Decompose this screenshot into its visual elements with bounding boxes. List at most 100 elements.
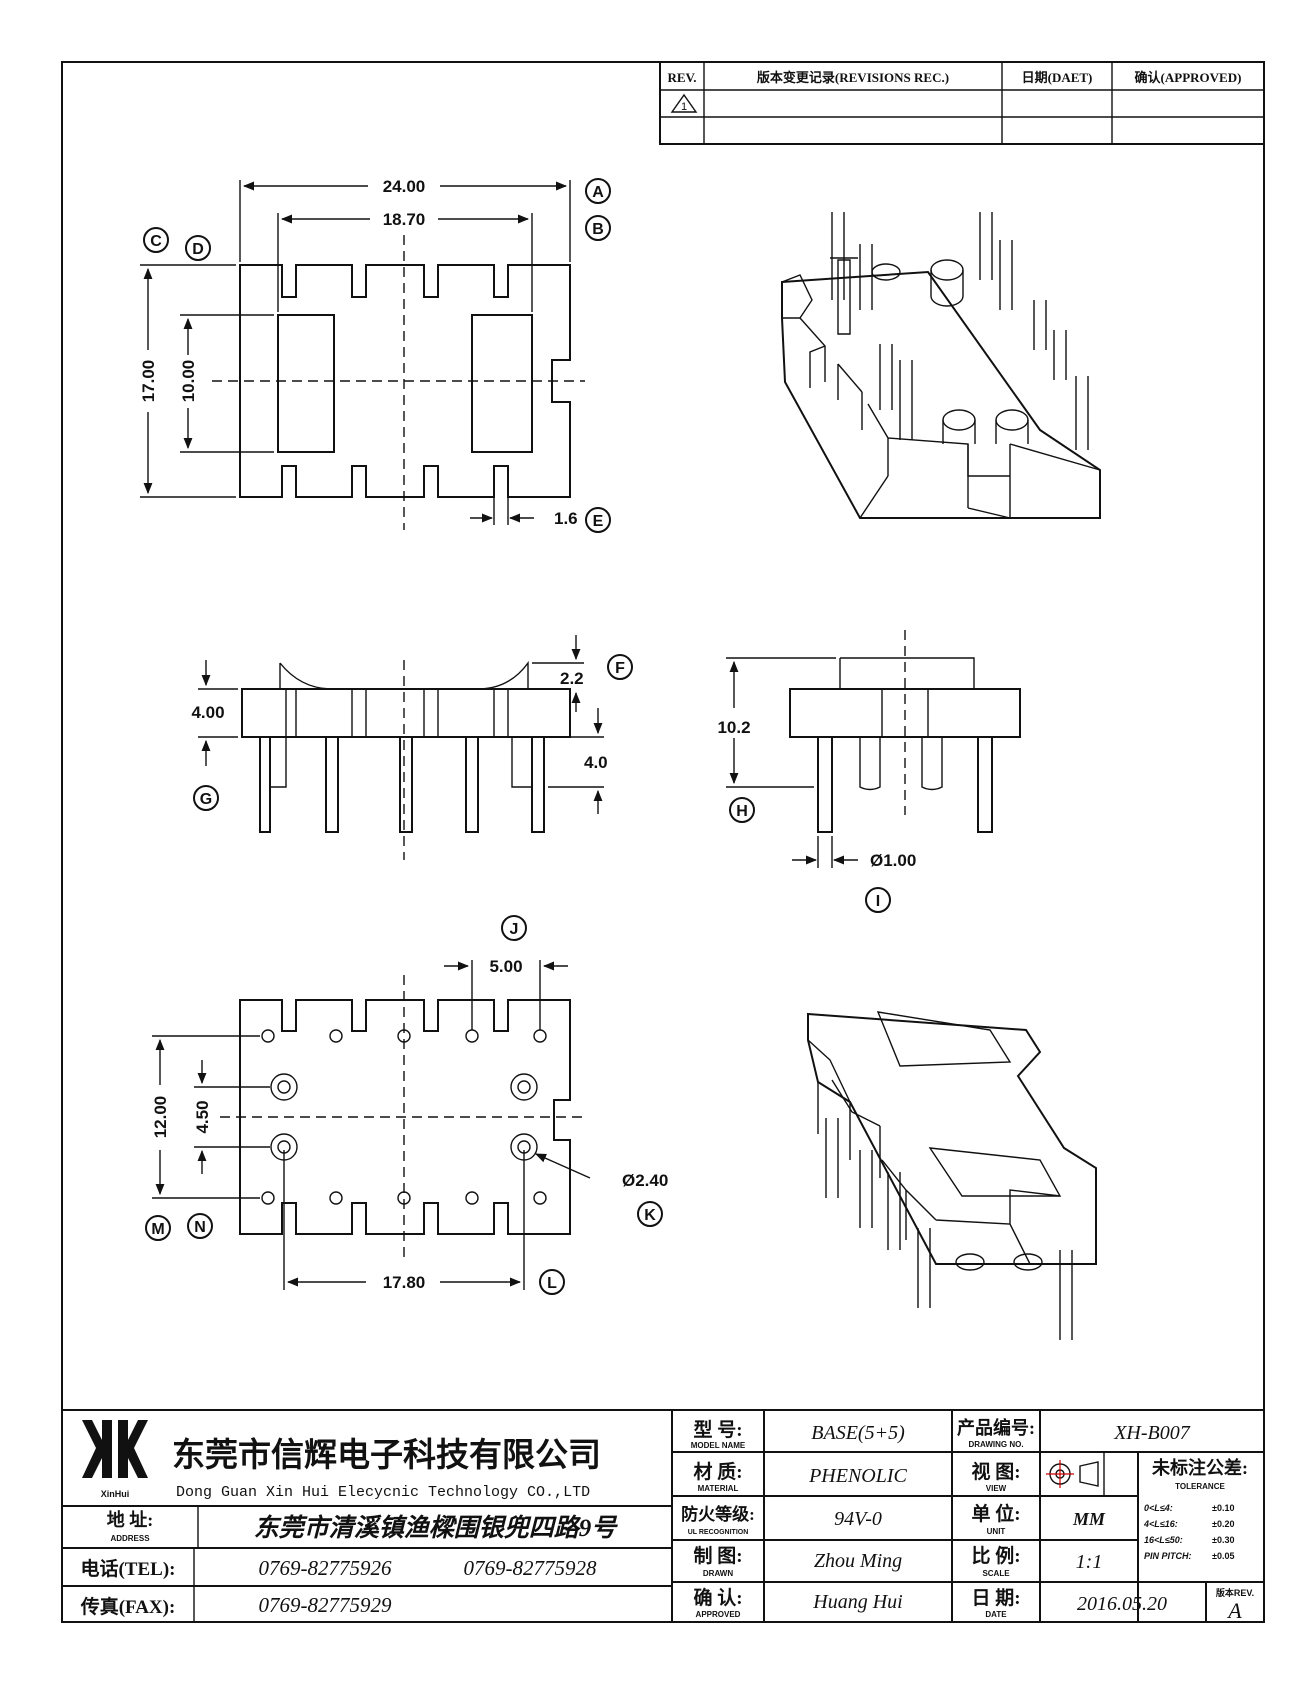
isometric-bottom-view — [807, 1011, 1097, 1340]
tolerance-label-en: TOLERANCE — [1175, 1482, 1225, 1491]
callout-b: B — [592, 221, 604, 238]
company-name-en: Dong Guan Xin Hui Elecycnic Technology C… — [176, 1484, 590, 1501]
tolerance-value-3: ±0.30 — [1212, 1535, 1234, 1545]
unit-label-en: UNIT — [987, 1527, 1006, 1536]
dim-flange: 2.2 — [560, 669, 584, 688]
fax-label: 传真(FAX): — [80, 1595, 176, 1618]
rev-value: A — [1226, 1598, 1242, 1623]
material-label-en: MATERIAL — [698, 1484, 739, 1493]
rev-header: REV. — [667, 70, 696, 85]
tolerance-range-1: 0<L≤4: — [1144, 1503, 1173, 1513]
tel-2: 0769-82775928 — [464, 1556, 597, 1580]
callout-d: D — [192, 241, 204, 258]
revision-table: REV. 版本变更记录(REVISIONS REC.) 日期(DAET) 确认(… — [659, 61, 1265, 145]
dim-slot: 1.6 — [554, 509, 578, 528]
address-value: 东莞市清溪镇渔樑围银兜四路9号 — [254, 1514, 619, 1542]
projection-symbol-icon — [1046, 1460, 1099, 1488]
approved-header: 确认(APPROVED) — [1135, 70, 1242, 85]
unit-label: 单 位: — [971, 1502, 1020, 1525]
rev-label: 版本REV. — [1215, 1587, 1254, 1598]
tel-label: 电话(TEL): — [80, 1557, 175, 1580]
isometric-top-view — [781, 212, 1101, 519]
dim-row-span: 12.00 — [151, 1096, 170, 1139]
model-label-en: MODEL NAME — [691, 1441, 746, 1450]
bottom-view: 5.00 12.00 4.50 Ø2.40 17.80 — [151, 957, 668, 1292]
view-label-en: VIEW — [986, 1484, 1007, 1493]
unit-value: MM — [1072, 1509, 1106, 1529]
date-header: 日期(DAET) — [1022, 70, 1093, 85]
callout-a: A — [592, 184, 604, 201]
tolerance-range-3: 16<L≤50: — [1144, 1535, 1183, 1545]
revisions-header: 版本变更记录(REVISIONS REC.) — [757, 70, 949, 85]
tolerance-label: 未标注公差: — [1152, 1457, 1248, 1478]
callout-j: J — [510, 921, 519, 938]
ul-label-en: UL RECOGNITION — [688, 1529, 749, 1536]
dim-total-height: 10.2 — [717, 718, 750, 737]
tolerance-range-2: 4<L≤16: — [1143, 1519, 1178, 1529]
dim-window-height: 10.00 — [179, 360, 198, 403]
company-name-cn: 东莞市信辉电子科技有限公司 — [172, 1436, 601, 1474]
dim-pitch: 5.00 — [489, 957, 522, 976]
top-view: 24.00 18.70 17.00 10.00 1.6 — [139, 177, 585, 530]
callout-m: M — [151, 1221, 164, 1238]
rev-mark: 1 — [681, 101, 687, 113]
dim-hole-diameter: Ø2.40 — [622, 1171, 668, 1190]
model-label: 型 号: — [693, 1418, 742, 1441]
callout-i: I — [876, 893, 880, 910]
material-value: PHENOLIC — [808, 1465, 907, 1487]
scale-label: 比 例: — [971, 1544, 1020, 1567]
rev-triangle-icon — [670, 93, 698, 113]
dim-hole-pitch: 4.50 — [193, 1100, 212, 1133]
scale-label-en: SCALE — [982, 1569, 1010, 1578]
tolerance-value-4: ±0.05 — [1212, 1551, 1234, 1561]
date-label-en: DATE — [985, 1610, 1007, 1619]
tolerance-range-4: PIN PITCH: — [1144, 1551, 1192, 1561]
company-logo: XinHui — [82, 1420, 148, 1499]
tel-1: 0769-82775926 — [259, 1556, 392, 1580]
side-view: 4.00 2.2 4.0 — [191, 635, 608, 860]
dim-hole-span: 17.80 — [383, 1273, 426, 1292]
drawing-no-label-en: DRAWING NO. — [968, 1440, 1023, 1449]
logo-text: XinHui — [101, 1489, 130, 1499]
date-label: 日 期: — [971, 1587, 1020, 1609]
callout-h: H — [736, 803, 748, 820]
tolerance-value-1: ±0.10 — [1212, 1503, 1234, 1513]
drawn-value: Zhou Ming — [814, 1550, 902, 1572]
fax-value: 0769-82775929 — [259, 1593, 392, 1617]
callout-n: N — [194, 1219, 206, 1236]
callout-l: L — [547, 1275, 557, 1292]
model-value: BASE(5+5) — [811, 1422, 905, 1444]
drawing-no-label: 产品编号: — [957, 1417, 1035, 1438]
address-label: 地 址: — [107, 1509, 154, 1530]
dim-height: 17.00 — [139, 360, 158, 403]
scale-value: 1:1 — [1076, 1551, 1103, 1573]
ul-value: 94V-0 — [834, 1508, 882, 1530]
address-label-en: ADDRESS — [110, 1534, 150, 1543]
sheet-border — [61, 61, 1265, 1623]
approved-label-en: APPROVED — [696, 1610, 741, 1619]
drawn-label-en: DRAWN — [703, 1569, 733, 1578]
dim-inner-width: 18.70 — [383, 210, 426, 229]
dim-pin-length: 4.0 — [584, 753, 608, 772]
callout-e: E — [593, 513, 604, 530]
date-value: 2016.05.20 — [1077, 1593, 1167, 1615]
approved-value: Huang Hui — [812, 1591, 902, 1613]
callout-f: F — [615, 660, 625, 677]
callouts: A B C D E F G H I J K L M N — [143, 178, 891, 1295]
drawn-label: 制 图: — [693, 1544, 742, 1567]
callout-k: K — [644, 1207, 656, 1224]
end-view: 10.2 Ø1.00 — [717, 630, 1021, 870]
callout-g: G — [200, 791, 212, 808]
material-label: 材 质: — [693, 1460, 742, 1483]
title-block: XinHui 东莞市信辉电子科技有限公司 Dong Guan Xin Hui E… — [61, 1409, 1265, 1623]
drawing-no-value: XH-B007 — [1113, 1422, 1191, 1444]
ul-label: 防火等级: — [681, 1504, 755, 1524]
tolerance-value-2: ±0.20 — [1212, 1519, 1234, 1529]
dim-width: 24.00 — [383, 177, 426, 196]
dim-body-height: 4.00 — [191, 703, 224, 722]
dim-pin-diameter: Ø1.00 — [870, 851, 916, 870]
approved-label: 确 认: — [693, 1586, 742, 1609]
view-label: 视 图: — [971, 1460, 1020, 1483]
callout-c: C — [150, 233, 162, 250]
